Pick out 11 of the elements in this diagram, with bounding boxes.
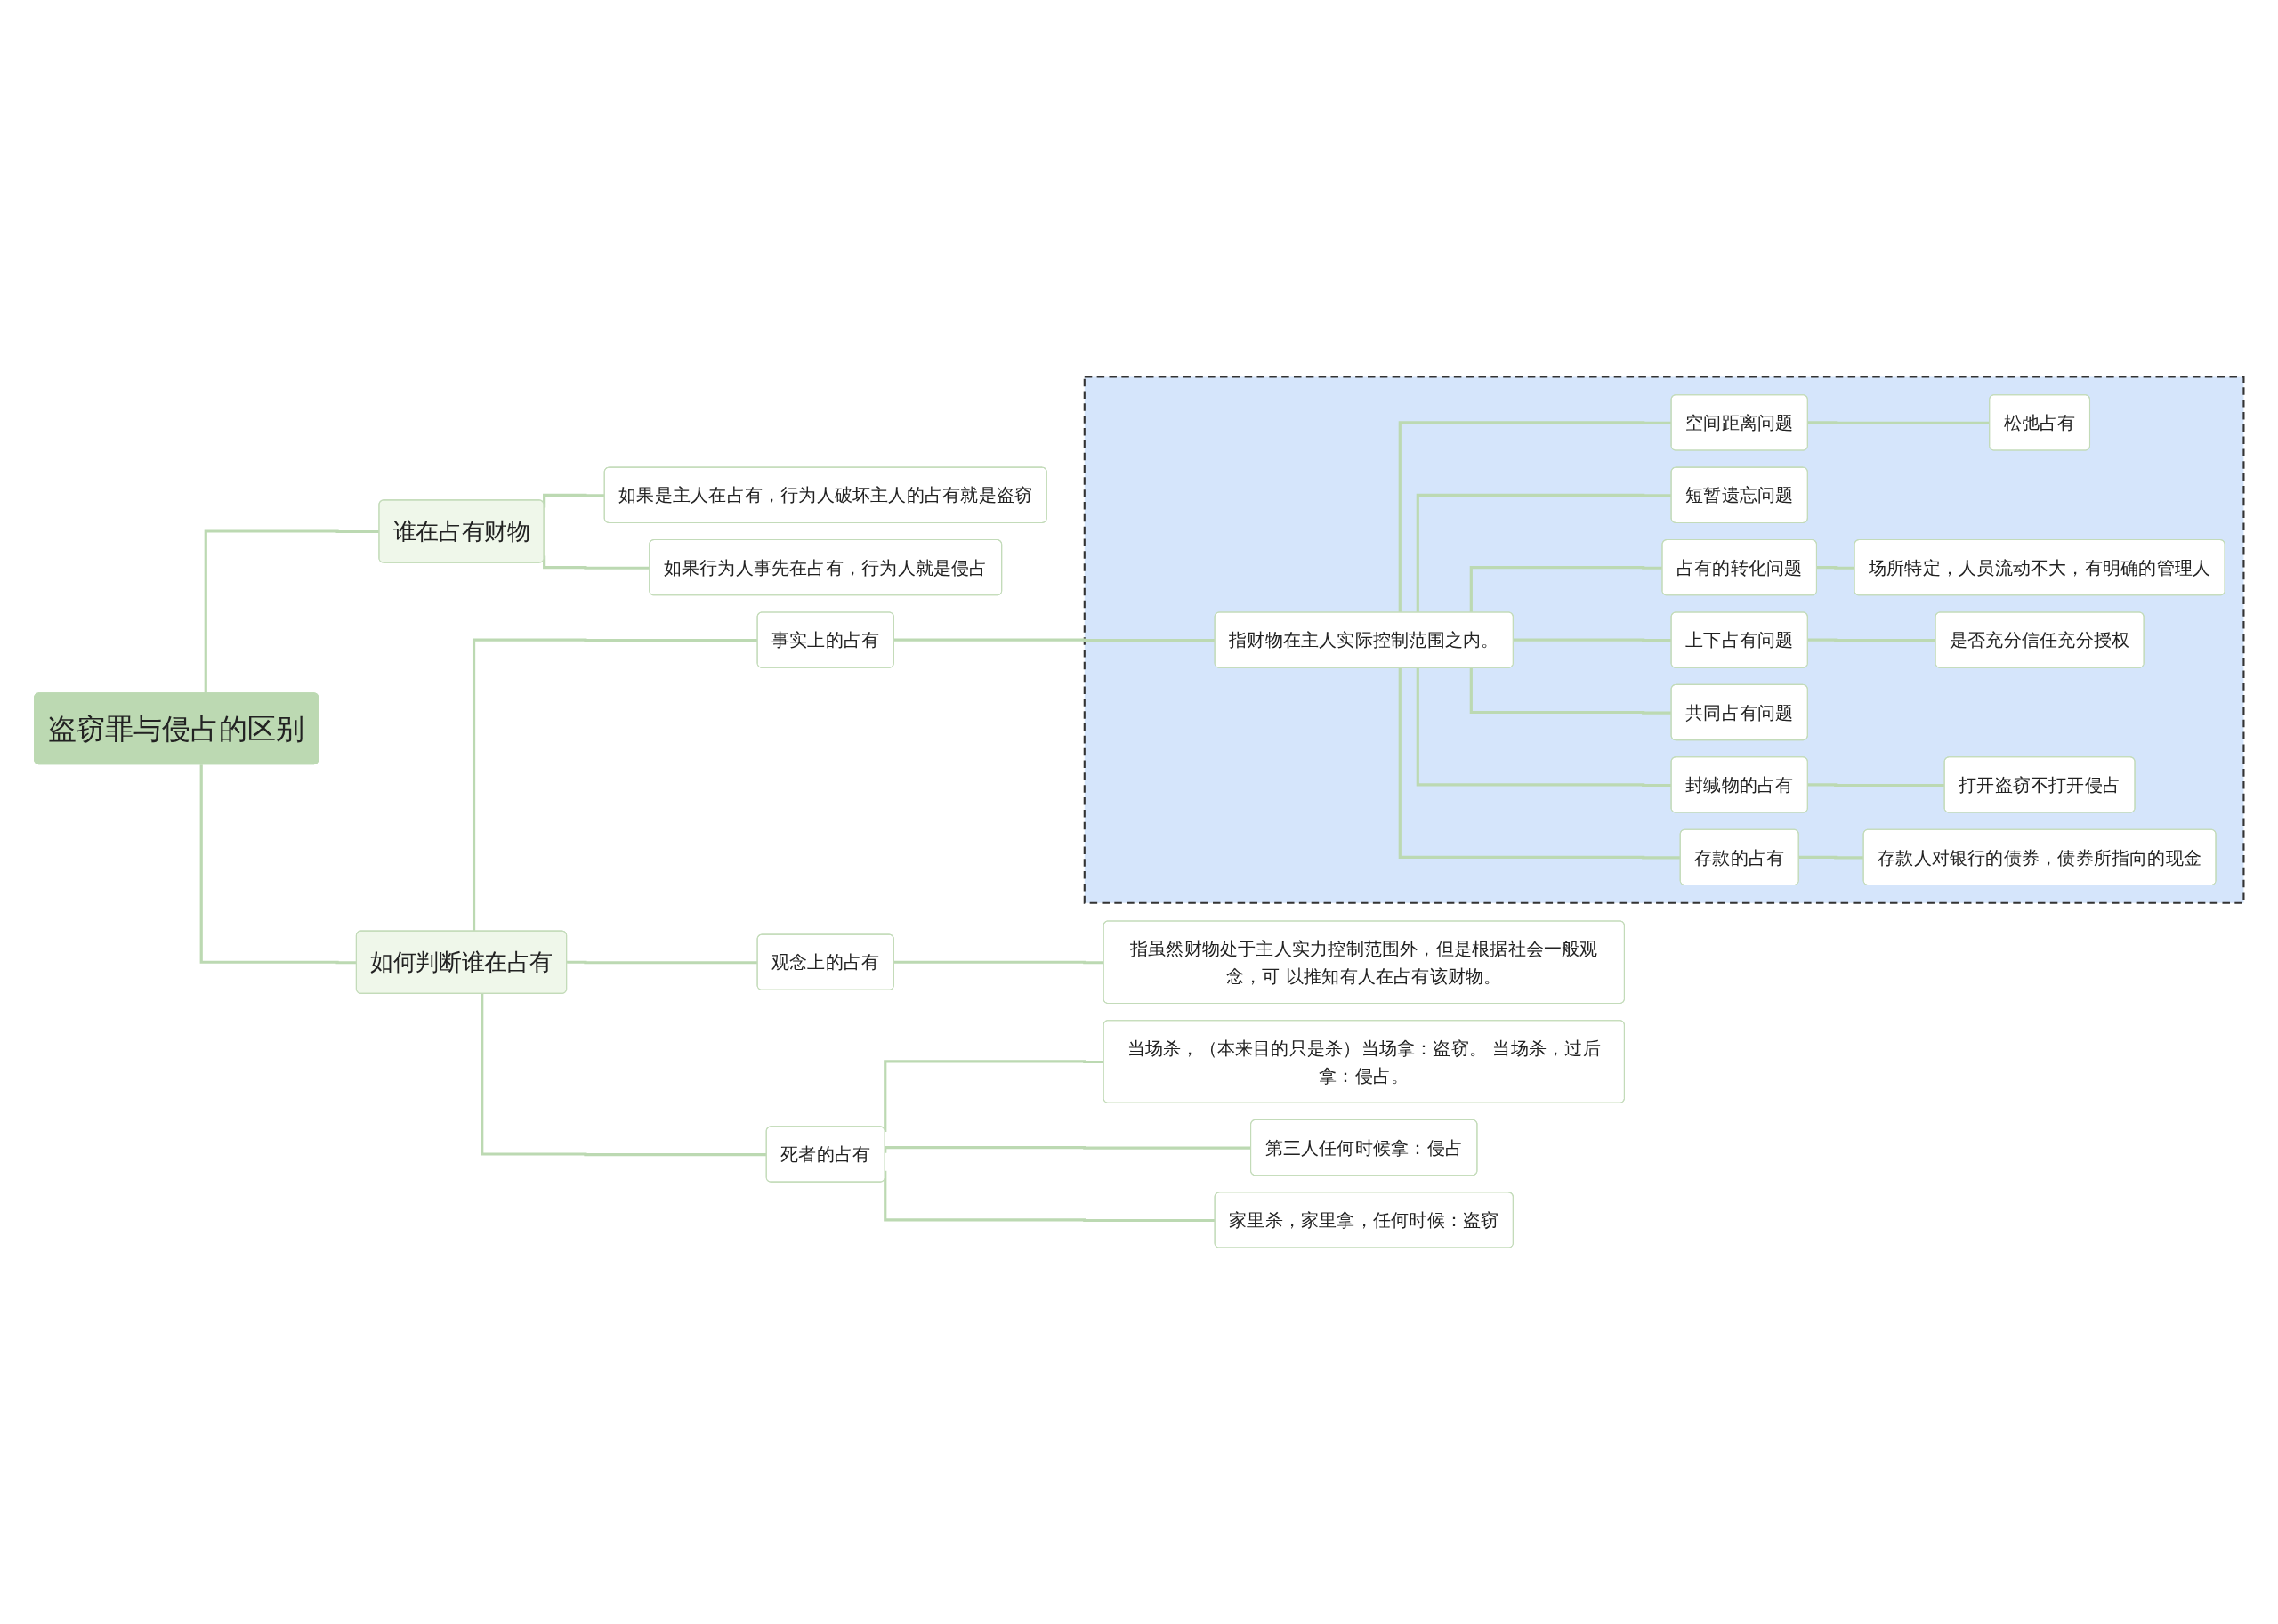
connector (481, 993, 767, 1156)
connector (1469, 565, 1663, 613)
cluster (1083, 376, 2245, 904)
connector (199, 764, 357, 965)
connector (1469, 667, 1672, 715)
connector (1398, 420, 1672, 613)
connector (884, 1060, 1104, 1132)
connector (1416, 493, 1672, 613)
connector (1398, 667, 1681, 860)
connector (473, 638, 758, 932)
connector (1416, 667, 1672, 787)
